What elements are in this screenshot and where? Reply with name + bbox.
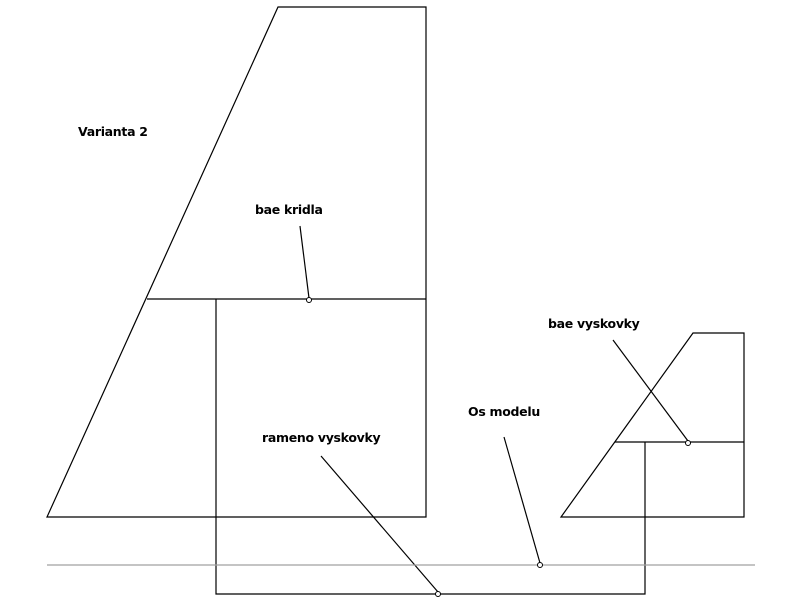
leader-tail-arm [320, 455, 439, 593]
label-model-axis: Os modelu [468, 404, 540, 419]
leader-model-axis [503, 436, 541, 564]
tail-arm-point [435, 591, 441, 597]
model-axis-point [537, 562, 543, 568]
tail-outline [559, 332, 745, 518]
leader-tail-base [612, 339, 689, 442]
wing-outline [46, 6, 427, 518]
tail-arm-bracket [215, 299, 646, 595]
diagram-title: Varianta 2 [78, 124, 148, 139]
label-wing-base: bae kridla [255, 202, 323, 217]
wing-base-point [306, 297, 312, 303]
leader-wing-base [299, 225, 310, 299]
label-tail-base: bae vyskovky [548, 316, 640, 331]
label-tail-arm: rameno vyskovky [262, 430, 381, 445]
tail-base-point [685, 440, 691, 446]
